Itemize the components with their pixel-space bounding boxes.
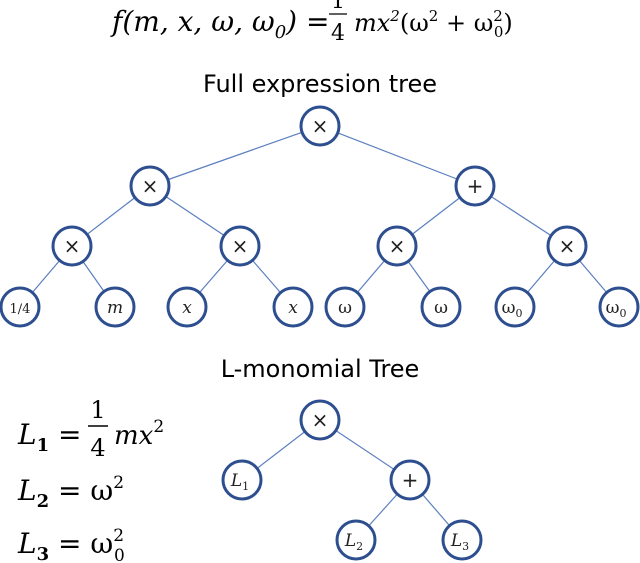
tree-node-times: × (129, 165, 171, 207)
tree-leaf-l3: L3 (441, 519, 483, 561)
svg-text:×: × (312, 114, 329, 138)
formula-lhs: f(m, x, ω, ω0) = (110, 5, 329, 43)
tree-node-times: × (546, 225, 588, 267)
svg-text:L3 = ω20: L3 = ω20 (17, 526, 125, 563)
svg-text:L2: L2 (344, 531, 363, 553)
definition-l2: L2 = ω2 (17, 473, 124, 512)
tree-node-times: × (376, 225, 418, 267)
svg-text:ω0: ω0 (606, 298, 627, 320)
edge (149, 125, 321, 187)
tree-leaf-omega0: ω0 (598, 286, 640, 328)
tree-leaf-omega0: ω0 (494, 286, 536, 328)
svg-text:1/4: 1/4 (10, 302, 31, 317)
svg-text:L2 = ω2: L2 = ω2 (17, 473, 124, 512)
svg-text:ω0: ω0 (502, 298, 523, 320)
svg-text:×: × (232, 234, 249, 258)
full-tree-nodes: × × + × × × × 1/4 (0, 105, 640, 328)
tree-node-root: × (299, 399, 341, 441)
definition-l1: L1 = 1 4 mx2 (17, 396, 164, 462)
tree-node-times: × (51, 225, 93, 267)
svg-text:m: m (107, 298, 123, 318)
tree-leaf-x: x (272, 286, 314, 328)
tree-leaf-quarter: 1/4 (0, 286, 41, 328)
tree-leaf-l1: L1 (221, 459, 263, 501)
svg-text:×: × (64, 234, 81, 258)
full-tree-title: Full expression tree (203, 70, 437, 98)
svg-text:ω: ω (338, 298, 352, 318)
tree-node-root: × (299, 105, 341, 147)
svg-text:x: x (182, 298, 192, 318)
svg-text:x: x (288, 298, 298, 318)
tree-node-times: × (219, 225, 261, 267)
svg-text:×: × (389, 234, 406, 258)
full-tree-edges (19, 125, 620, 308)
svg-text:×: × (559, 234, 576, 258)
formula-frac-den: 4 (331, 21, 345, 46)
svg-text:mx2: mx2 (114, 417, 164, 451)
tree-node-plus: + (454, 165, 496, 207)
definition-l1-frac-den: 4 (90, 434, 105, 462)
svg-text:ω: ω (434, 298, 448, 318)
tree-leaf-m: m (94, 286, 136, 328)
definition-l1-frac-num: 1 (90, 396, 105, 424)
svg-text:×: × (312, 408, 329, 432)
svg-text:L1: L1 (230, 471, 249, 493)
svg-text:×: × (142, 174, 159, 198)
tree-node-plus: + (389, 459, 431, 501)
svg-text:+: + (467, 174, 484, 198)
tree-leaf-l2: L2 (335, 519, 377, 561)
tree-leaf-omega: ω (324, 286, 366, 328)
svg-text:L3: L3 (450, 531, 469, 553)
svg-text:+: + (402, 468, 419, 492)
svg-text:L1 =: L1 = (17, 418, 82, 456)
lmonomial-tree-nodes: × L1 + L2 L3 (221, 399, 483, 561)
tree-leaf-x: x (166, 286, 208, 328)
lmonomial-tree-title: L-monomial Tree (221, 355, 420, 383)
formula-frac-num: 1 (331, 0, 345, 14)
edge (319, 125, 476, 187)
tree-leaf-omega: ω (420, 286, 462, 328)
